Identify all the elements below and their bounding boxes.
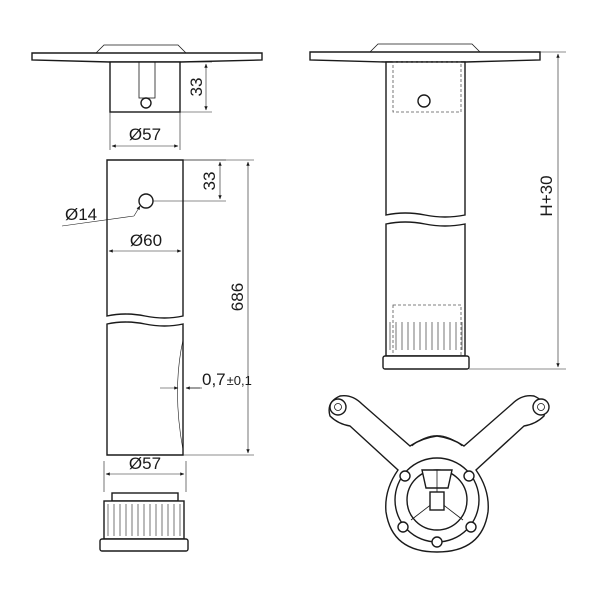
hidden-sleeve bbox=[392, 61, 462, 113]
assembly-boss bbox=[369, 43, 481, 53]
wall-thickness-tolerance: ±0,1 bbox=[227, 373, 252, 388]
mounting-plate-view: 33 Ø57 bbox=[31, 44, 263, 150]
hole-diameter-label: Ø14 bbox=[65, 205, 97, 224]
plate-boss bbox=[95, 44, 187, 54]
hole-offset-label: 33 bbox=[200, 172, 219, 191]
mount-diameter-label: Ø57 bbox=[129, 125, 161, 144]
foot-view: Ø57 bbox=[99, 454, 189, 552]
tube-diameter-label: Ø60 bbox=[130, 231, 162, 250]
assembly-screw bbox=[417, 94, 431, 108]
tube-length-label: 686 bbox=[228, 283, 247, 311]
assembled-view: H+30 bbox=[309, 43, 566, 370]
bracket-ridge bbox=[411, 435, 463, 447]
assembly-plate bbox=[309, 51, 541, 63]
assembly-tube-lower bbox=[385, 221, 466, 357]
tube-view: Ø14 33 Ø60 686 0,7±0,1 bbox=[61, 159, 254, 456]
assembly-ribs bbox=[389, 322, 463, 350]
bracket-hole-right bbox=[532, 398, 550, 416]
tube-hole bbox=[138, 193, 154, 209]
foot-collar bbox=[111, 492, 179, 502]
tube-lower bbox=[106, 321, 184, 456]
foot-ribs bbox=[107, 504, 181, 536]
bracket-center bbox=[429, 491, 445, 511]
bracket-screws bbox=[397, 470, 477, 548]
wall-thickness-value: 0,7 bbox=[202, 370, 226, 389]
total-height-label: H+30 bbox=[537, 175, 556, 216]
set-screw bbox=[140, 97, 152, 109]
bracket-view bbox=[328, 394, 550, 553]
mount-height-label: 33 bbox=[187, 78, 206, 97]
assembly-foot-base bbox=[382, 355, 470, 370]
bracket-hole-left bbox=[329, 398, 347, 416]
foot-base bbox=[99, 538, 189, 552]
foot-diameter-label: Ø57 bbox=[129, 454, 161, 473]
plate-flange bbox=[31, 52, 263, 63]
wall-thickness-label: 0,7±0,1 bbox=[202, 370, 252, 389]
tube-upper bbox=[106, 159, 184, 319]
assembly-tube-upper bbox=[385, 61, 466, 218]
